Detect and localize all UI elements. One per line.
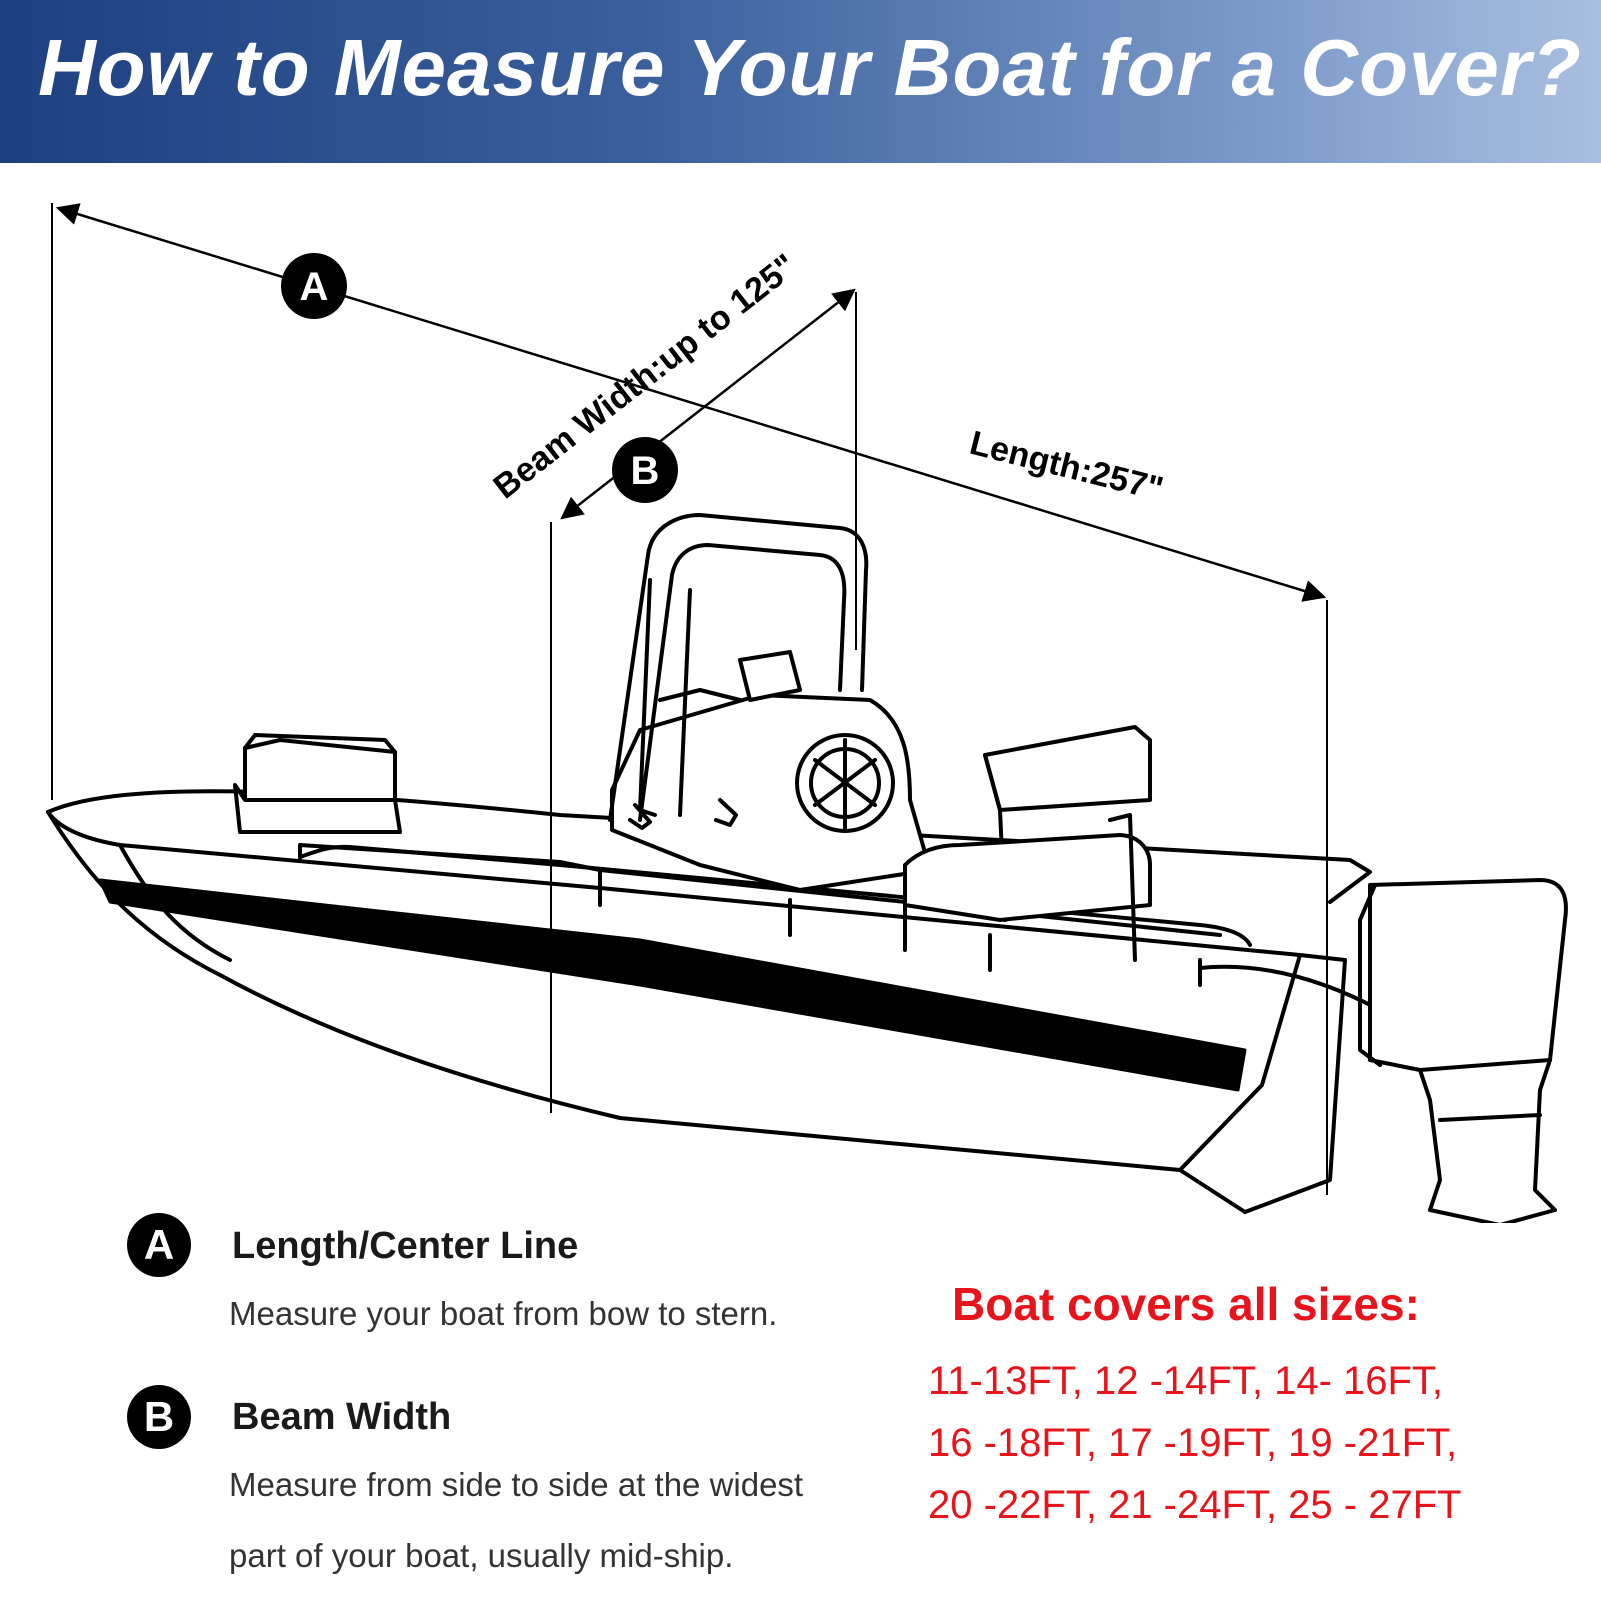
legend-b-desc-line1: Measure from side to side at the widest (229, 1466, 804, 1503)
sizes-heading: Boat covers all sizes: (952, 1278, 1420, 1330)
dimension-b-line (560, 288, 856, 520)
badge-b-marker: B (612, 437, 678, 503)
sizes-line: 11-13FT, 12 -14FT, 14- 16FT, (928, 1359, 1444, 1403)
header-banner: How to Measure Your Boat for a Cover? (0, 0, 1601, 163)
badge-b-text: B (631, 449, 660, 493)
legend-b-badge: B (127, 1385, 191, 1449)
sizes-line: 20 -22FT, 21 -24FT, 25 - 27FT (928, 1483, 1462, 1527)
badge-a-marker: A (281, 253, 347, 319)
page-title: How to Measure Your Boat for a Cover? (38, 23, 1582, 112)
boat-diagram: A B Beam Width:up to 125" Length:257" (46, 203, 1568, 1223)
badge-a-text: A (300, 265, 329, 309)
legend-a-desc: Measure your boat from bow to stern. (229, 1295, 778, 1332)
legend-b-desc-line2: part of your boat, usually mid-ship. (229, 1537, 734, 1574)
dimension-a-line (55, 203, 1327, 602)
sizes-list: 11-13FT, 12 -14FT, 14- 16FT, 16 -18FT, 1… (928, 1350, 1593, 1536)
legend-b-title: Beam Width (232, 1396, 452, 1438)
boat-outline (46, 513, 1568, 1223)
legend-a-badge: A (127, 1213, 191, 1277)
sizes-line: 16 -18FT, 17 -19FT, 19 -21FT, (928, 1421, 1458, 1465)
legend-a-title: Length/Center Line (232, 1225, 579, 1267)
